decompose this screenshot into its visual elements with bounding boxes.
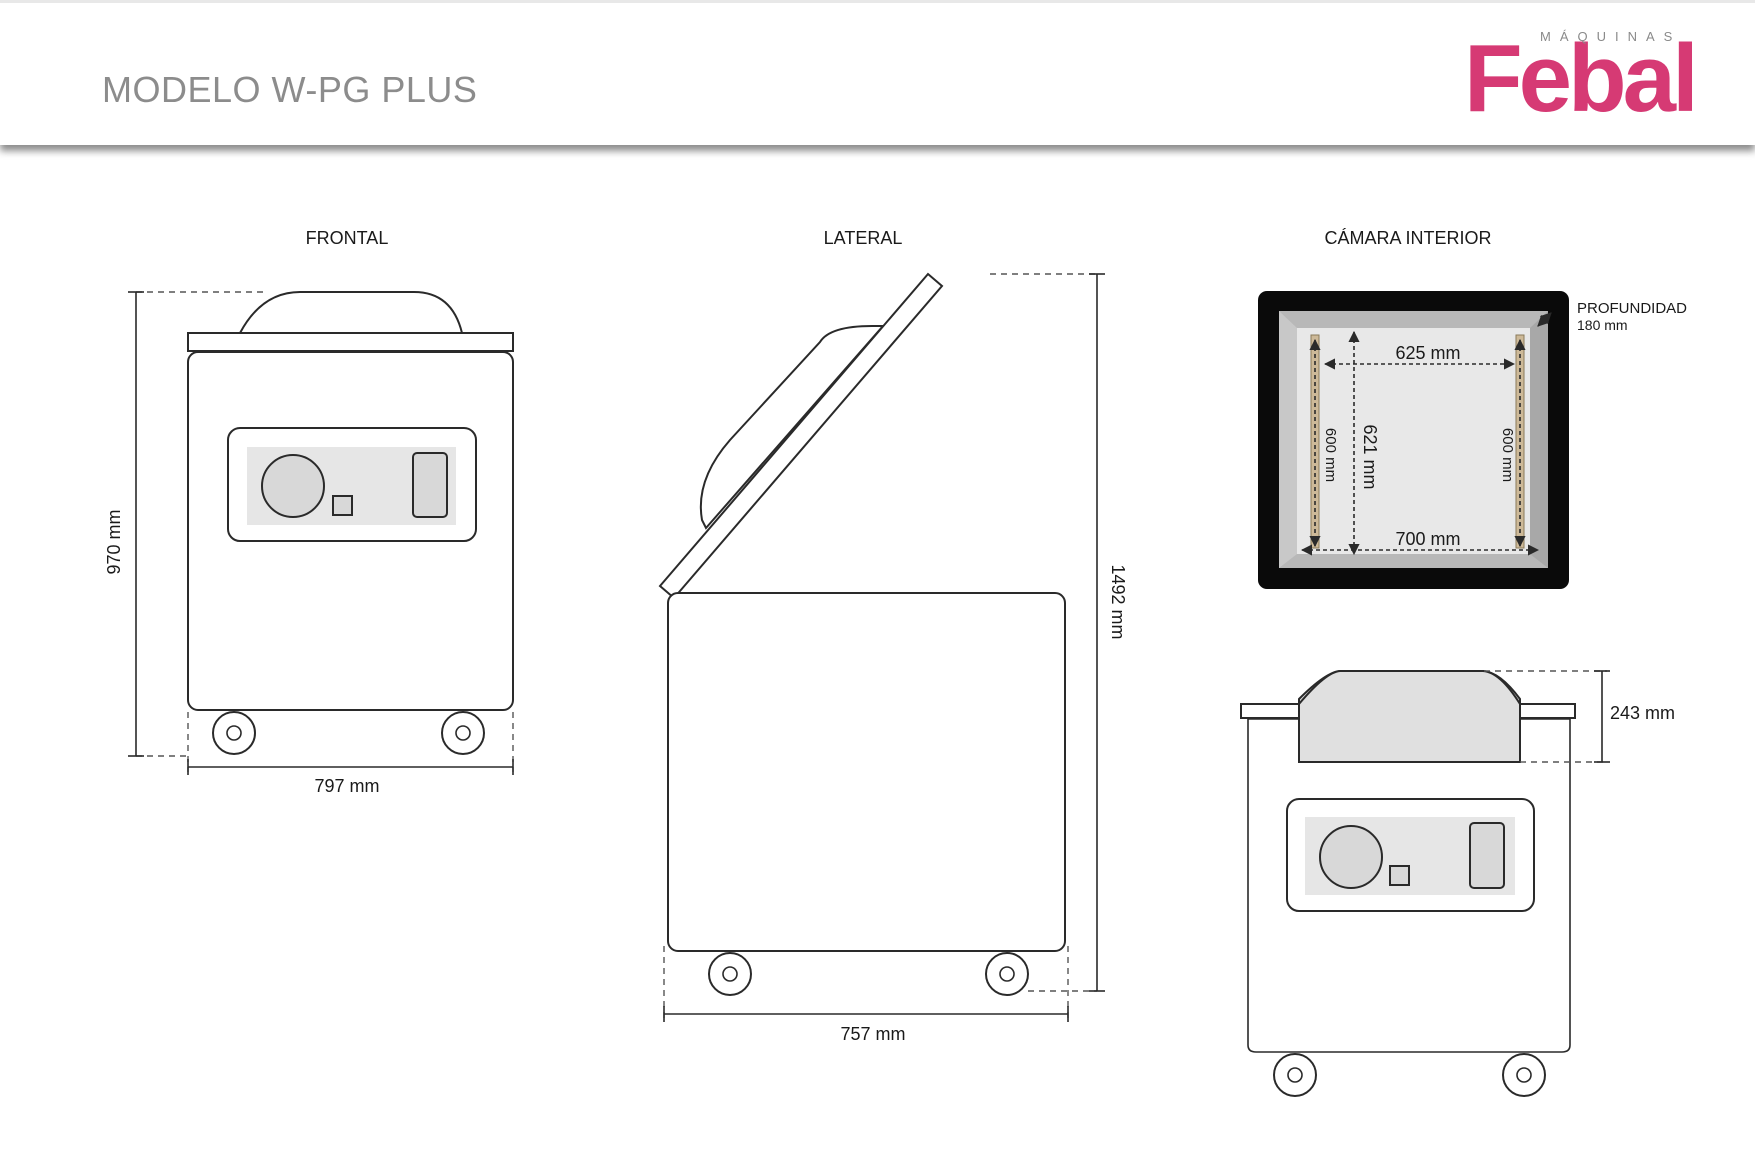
wheel-front [708,952,752,996]
page-title: MODELO W-PG PLUS [102,69,478,110]
chamber-label: CÁMARA INTERIOR [1324,228,1491,248]
lid-height-view: 243 mm [1240,670,1675,1097]
open-lid-dome [699,325,886,530]
wheel-back [985,952,1029,996]
lateral-height-label: 1492 mm [1108,564,1128,639]
open-lid-plate [658,272,944,600]
brand-logo: Febal MÁQUINAS [1460,25,1710,132]
wheel-hub-front [722,966,738,982]
depth-title: PROFUNDIDAD [1577,300,1687,317]
logo-tagline: MÁQUINAS [1540,29,1682,44]
control-display [1469,822,1505,889]
bottom-width-label: 700 mm [1395,529,1460,549]
vacuum-gauge [1319,825,1383,889]
frontal-height-label: 970 mm [104,509,124,574]
lateral-label: LATERAL [824,228,903,248]
header-bar: MODELO W-PG PLUS Febal MÁQUINAS [0,0,1755,145]
machine-body-side [667,592,1066,952]
left-bar-label: 600 mm [1322,428,1339,482]
control-button [332,495,353,516]
wheel-left [1273,1053,1317,1097]
control-display [412,452,448,518]
wheel-hub-back [999,966,1015,982]
lid-dome [238,291,464,334]
inner-depth-label: 621 mm [1360,424,1380,489]
machine-body-front [1247,719,1571,1053]
chamber-view: CÁMARA INTERIOR 625 mm 700 mm 600 mm 600… [1258,228,1687,589]
depth-arrow [1537,312,1552,327]
wheel-right [441,711,485,755]
frontal-width-label: 797 mm [314,776,379,796]
logo-wordmark: Febal [1464,25,1699,132]
lid-height-label: 243 mm [1610,703,1675,723]
wheel-hub-left [226,725,242,741]
top-width-label: 625 mm [1395,343,1460,363]
wheel-hub-right [1516,1067,1532,1083]
wheel-left [212,711,256,755]
depth-value: 180 mm [1577,317,1628,333]
lateral-view: LATERAL 1492 mm 757 mm [658,228,1128,1044]
lateral-width-label: 757 mm [840,1024,905,1044]
lid-dome-overlay [1298,670,1521,763]
wheel-hub-right [455,725,471,741]
control-button [1389,865,1410,886]
vacuum-gauge [261,454,325,518]
wheel-hub-left [1287,1067,1303,1083]
chamber-wall-right [1530,311,1548,568]
frontal-view: FRONTAL 970 mm 797 mm [104,228,514,796]
lid-plate [187,332,514,352]
frontal-label: FRONTAL [306,228,389,248]
right-bar-label: 600 mm [1499,428,1516,482]
wheel-right [1502,1053,1546,1097]
chamber-wall-left [1279,311,1297,568]
